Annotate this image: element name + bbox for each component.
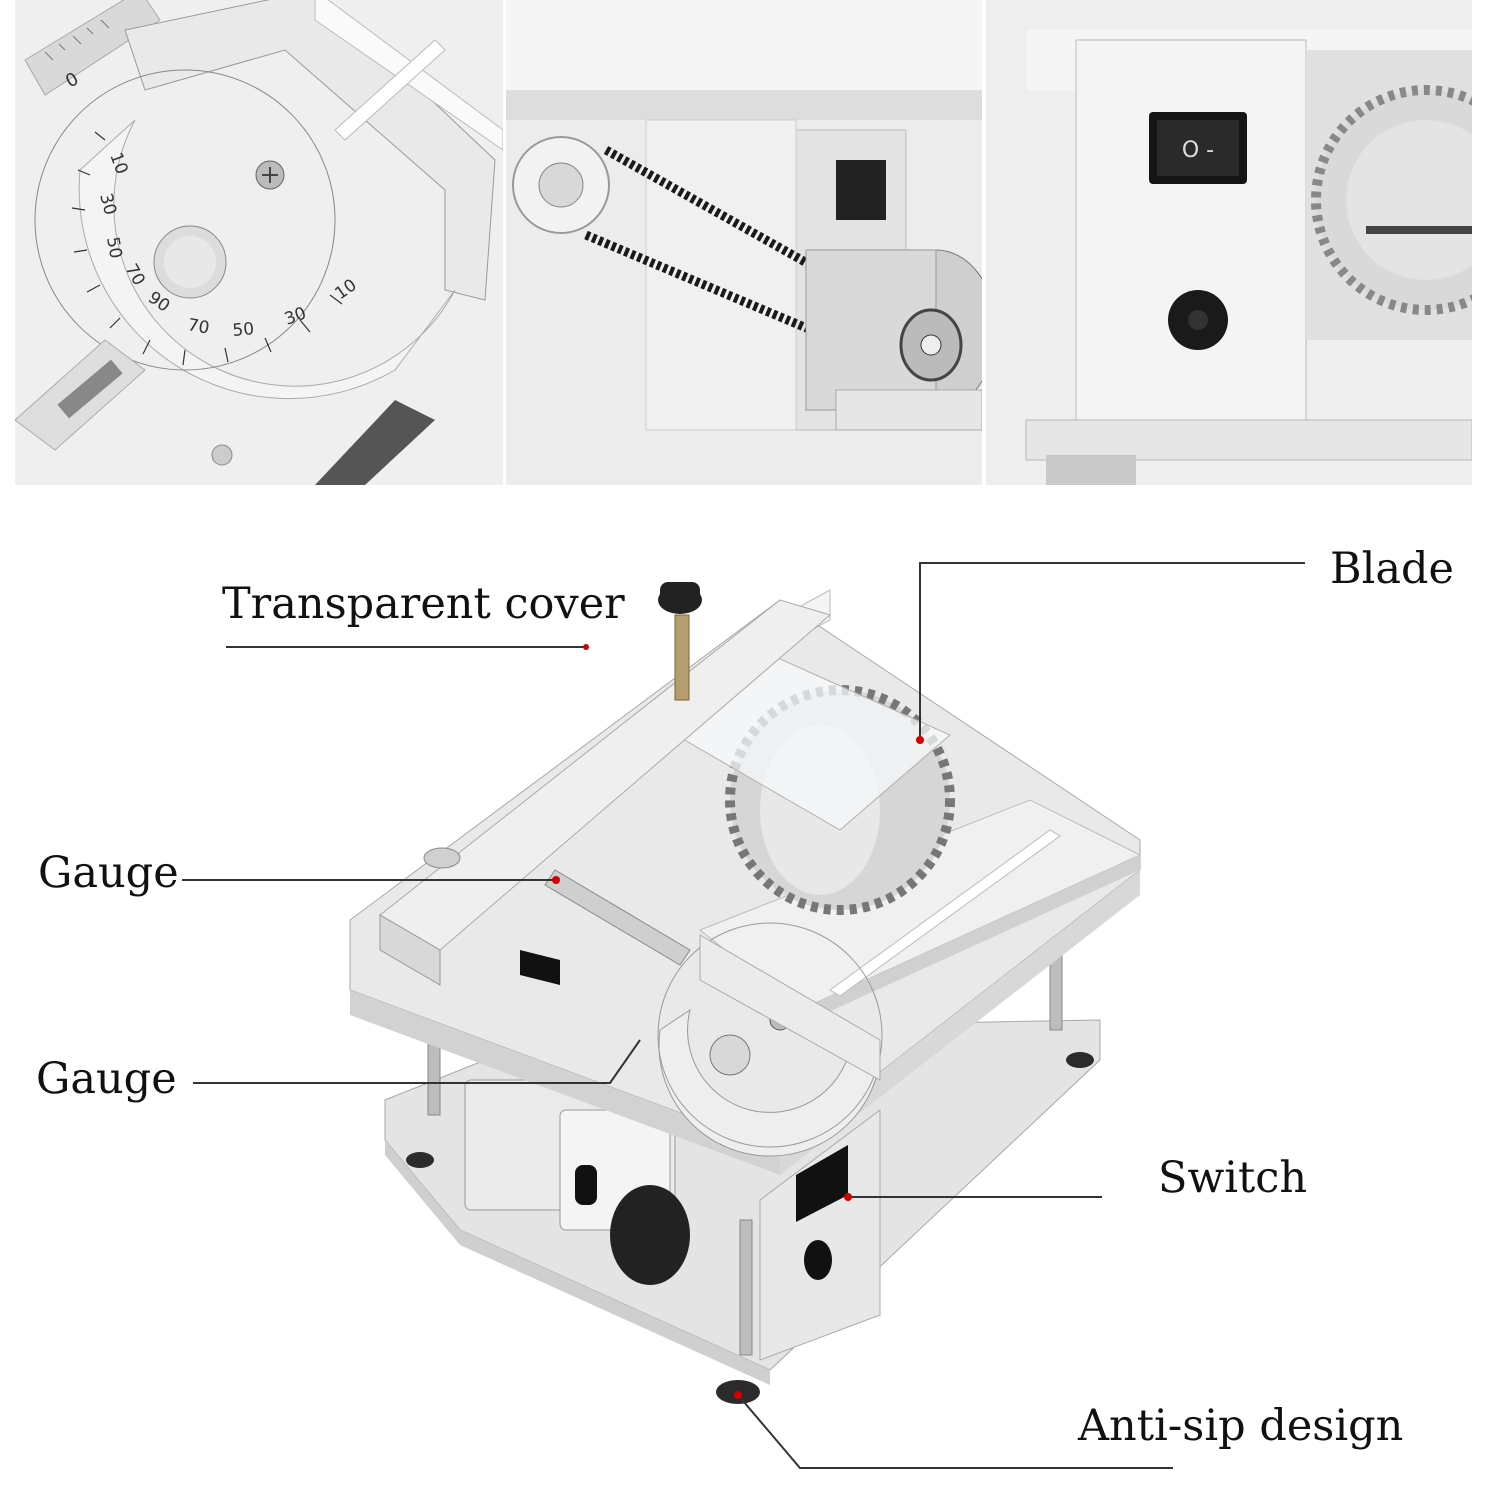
blade-leader-line — [919, 562, 1305, 738]
protractor-mark: 50 — [232, 319, 255, 341]
switch-label: Switch — [1158, 1153, 1308, 1203]
gauge-label-top: Gauge — [38, 848, 179, 898]
blade-label: Blade — [1330, 544, 1454, 594]
cover-marker-dot — [583, 644, 589, 650]
transparent-cover-label: Transparent cover — [222, 579, 625, 629]
gauge-top-marker-dot — [552, 876, 560, 884]
detail-photo-switch: O - — [986, 0, 1472, 485]
blade-marker-dot — [916, 736, 924, 744]
anti-sip-design-label: Anti-sip design — [1078, 1401, 1404, 1451]
switch-icon — [796, 1145, 848, 1222]
protractor-mark: 50 — [102, 235, 125, 260]
anti-sip-marker-dot — [734, 1391, 742, 1399]
switch-marker-dot — [844, 1193, 852, 1201]
switch-symbol-label: O - — [1182, 138, 1214, 163]
anti-sip-leader-line — [737, 1394, 1173, 1469]
detail-photo-protractor: 0 10 30 50 70 90 70 50 30 10 — [15, 0, 503, 485]
detail-photo-belt-drive — [506, 0, 982, 485]
gauge-label-bottom: Gauge — [36, 1054, 177, 1104]
gauge-bottom-leader-line — [193, 1039, 641, 1084]
protractor-mark: 70 — [186, 315, 211, 338]
